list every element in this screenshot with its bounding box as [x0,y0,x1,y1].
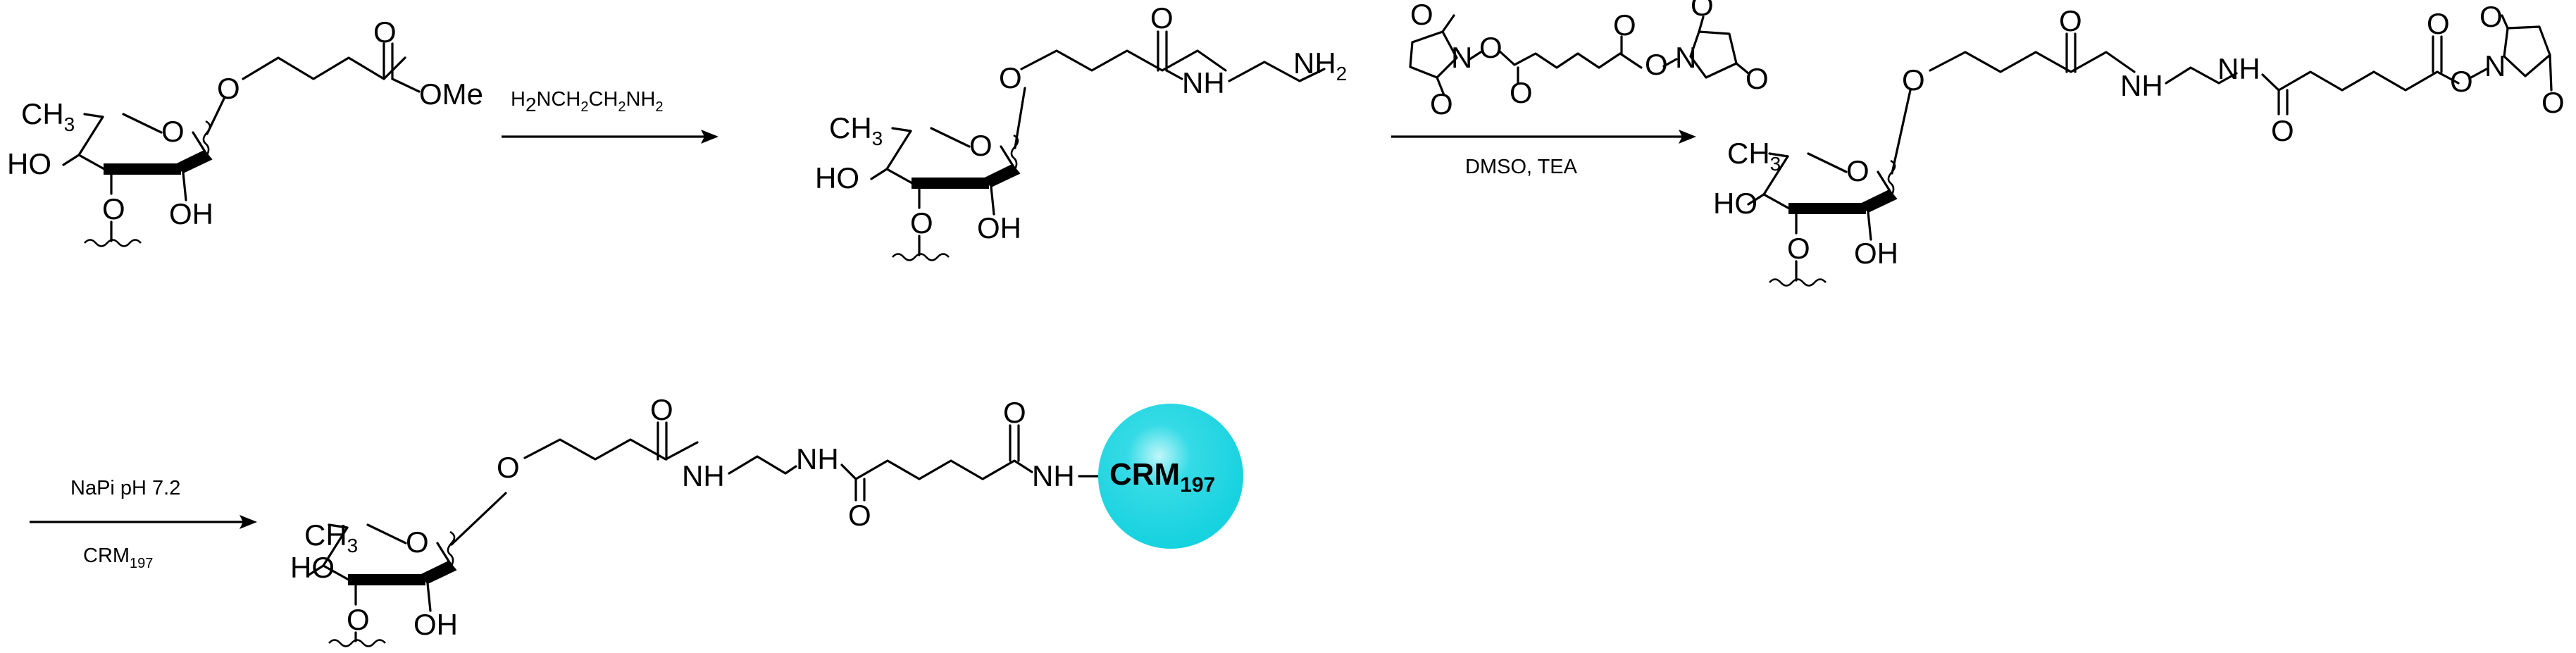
methyl-label: CH3 [21,97,75,135]
amide-nh-label-2: NH [796,442,839,475]
reagent-n-label: N [1451,41,1472,74]
methyl-label: CH3 [829,111,883,149]
ring-oxygen-label: O [969,129,993,162]
hydroxyl-label-2: OH [977,211,1021,244]
hydroxyl-label-4: HO [815,161,859,194]
amide-carbonyl-oxygen-label: O [650,393,673,426]
step-1: H2NCH2CH2NH2 [502,88,718,144]
hydroxyl-label-2: OH [169,197,213,230]
reagent-oxo-label-4: O [1746,62,1769,95]
nhs-oxo-label: O [2479,0,2503,33]
step-3: NaPi pH 7.2 CRM197 [30,477,257,571]
amide-carbonyl-oxygen-label-2: O [848,499,871,532]
hydroxyl-label-4: HO [7,147,51,180]
ester-ome-label: OMe [419,77,483,111]
amide-nh-label-3: NH [1032,459,1075,492]
reagent-o-label-2: O [1645,48,1668,81]
glycosidic-oxygen-label: O [910,206,933,240]
compound-4-conjugate: O CH3 HO O OH O O NH NH O O NH CRM197 [290,393,1243,647]
ring-oxygen-label: O [1846,154,1869,187]
step-2-arrowhead [1679,130,1696,144]
glycosidic-oxygen-label: O [1787,232,1810,265]
amide-carbonyl-oxygen-label-2: O [2271,114,2294,147]
ring-oxygen-label: O [161,115,185,148]
reagent-oxo-label: O [1410,0,1433,31]
step-3-conditions-bottom: CRM197 [83,545,153,571]
amide-carbonyl-oxygen-label: O [1150,1,1174,35]
hydroxyl-label-2: OH [1854,237,1898,270]
amide-carbonyl-oxygen-label-3: O [1003,396,1026,429]
amide-nh-label: NH [2120,69,2163,102]
sugar-ring [77,113,213,175]
nhs-n-label: N [2484,49,2506,82]
hydroxyl-label-2: OH [413,608,458,641]
step-1-reagent: H2NCH2CH2NH2 [511,88,664,116]
anomeric-wavy-bond-icon [1010,134,1019,170]
amide-nh-label: NH [682,459,725,492]
step-3-conditions-top: NaPi pH 7.2 [70,477,180,499]
protein-bead-icon [1098,404,1243,549]
reagent-oxo-label-2: O [1430,87,1453,120]
methyl-label: CH3 [1727,137,1781,175]
glycosidic-oxygen-label: O [347,603,370,636]
ester-carbonyl-oxygen-label: O [2427,7,2450,40]
dsa-reagent-structure: O O N O O O O N O O [1409,0,1769,120]
reagent-carbonyl-o-label: O [1510,76,1533,109]
anomeric-oxygen-label: O [999,61,1022,94]
compound-2-amine: O CH3 HO O OH O O NH NH2 [815,1,1347,261]
reagent-oxo-label-3: O [1691,0,1714,22]
step-3-arrowhead [239,515,257,529]
compound-1-methyl-ester: O CH3 HO O OH O O OMe [7,15,483,247]
anomeric-oxygen-label: O [217,72,240,105]
wavy-bond-icon [892,253,950,261]
anomeric-oxygen-label: O [1902,63,1925,97]
anomeric-oxygen-label: O [497,451,520,484]
hydroxyl-label-4: HO [290,551,335,584]
amide-nh-label-2: NH [2217,52,2260,85]
reagent-carbonyl-o-label-2: O [1613,8,1636,42]
amide-carbonyl-oxygen-label: O [2059,4,2082,37]
reagent-o-label: O [1479,31,1502,64]
wavy-bond-icon [328,639,386,647]
amide-nh-label: NH [1182,66,1225,99]
methyl-group: CH3 [21,97,75,135]
wavy-bond-icon [84,239,142,247]
nhs-ester-oxygen-label: O [2450,65,2473,98]
wavy-bond-icon [1769,278,1827,287]
anomeric-wavy-bond-icon [447,530,456,566]
ring-oxygen-label: O [406,525,429,559]
step-2-conditions: DMSO, TEA [1465,156,1578,178]
terminal-amine-label: NH2 [1293,46,1347,85]
ester-carbonyl-oxygen-label: O [373,15,397,49]
step-1-arrowhead [701,130,718,144]
nhs-oxo-label-2: O [2541,86,2565,119]
compound-3-active-ester: O CH3 HO O OH O O NH NH O O O N O O [1713,0,2565,287]
glycosidic-oxygen-label: O [102,192,125,225]
step-2: O O N O O O O N O O DMSO, TEA [1391,0,1769,178]
